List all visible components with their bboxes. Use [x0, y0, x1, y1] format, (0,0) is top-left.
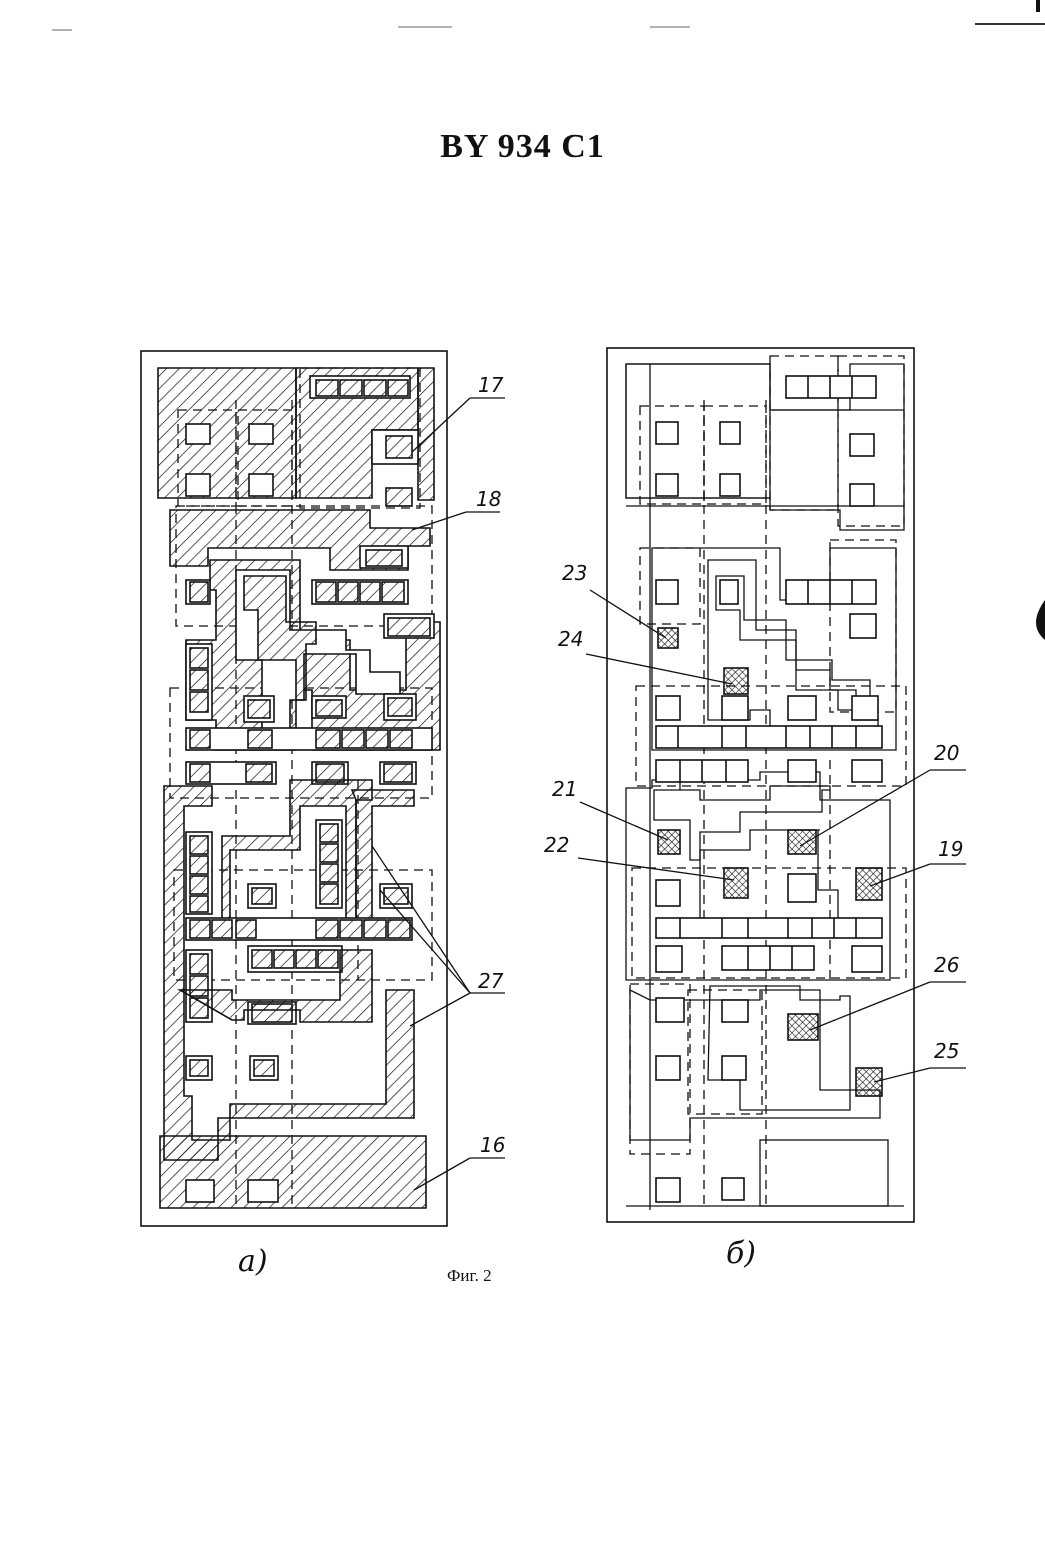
contact-21: [658, 830, 680, 854]
contact-25: [856, 1068, 882, 1096]
metal-block-top-left: [158, 368, 296, 498]
ref-22: 22: [544, 833, 569, 857]
panel-b: [578, 348, 966, 1222]
ref-26: 26: [934, 953, 959, 977]
ref-24: 24: [558, 627, 583, 651]
contact-26: [788, 1014, 818, 1040]
contact-23: [658, 628, 678, 648]
scan-marks: [52, 0, 1045, 30]
ref-16: 16: [480, 1133, 505, 1157]
contact-24: [724, 668, 748, 694]
ref-20: 20: [934, 741, 959, 765]
contact-22: [724, 868, 748, 898]
panel-a: [141, 351, 505, 1226]
contact-20: [788, 830, 816, 854]
contact-19: [856, 868, 882, 900]
ref-27: 27: [478, 969, 504, 993]
gate-region-lower: [222, 780, 372, 924]
ref-19: 19: [938, 837, 963, 861]
ref-23: 23: [562, 561, 587, 585]
ref-21: 21: [552, 777, 577, 801]
ref-18: 18: [476, 487, 501, 511]
panel-b-label: б): [726, 1236, 756, 1271]
figure-caption: Фиг. 2: [447, 1266, 492, 1286]
panel-a-label: а): [238, 1244, 268, 1279]
ref-17: 17: [478, 373, 504, 397]
edge-mark: [1036, 600, 1045, 640]
ref-25: 25: [934, 1039, 959, 1063]
